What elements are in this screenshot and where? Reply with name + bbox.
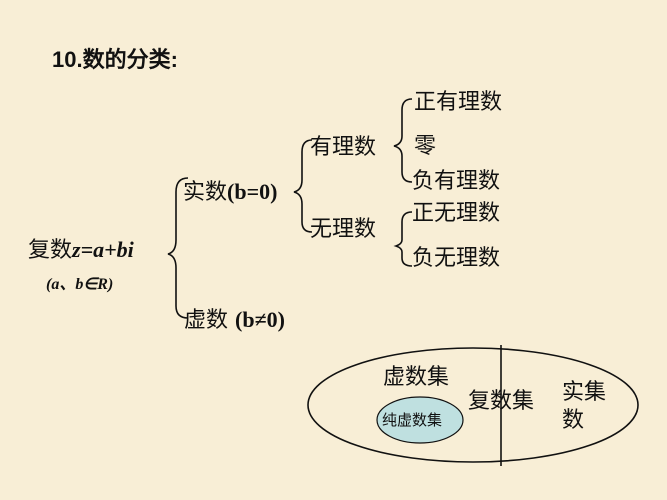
page-title: 10.数的分类: <box>52 47 178 72</box>
positive-irrational-node: 正无理数 <box>412 201 501 226</box>
zero-node: 零 <box>414 134 437 159</box>
negative-irrational-node: 负无理数 <box>412 246 501 271</box>
brace-irrational <box>393 211 413 267</box>
real-set-label-line2: 数 <box>562 408 585 433</box>
imaginary-number-condition: (b≠0) <box>235 307 285 332</box>
pure-imaginary-set-label: 纯虚数集 <box>382 411 443 429</box>
rational-number-node: 有理数 <box>310 135 377 160</box>
complex-number-condition: (a、b∈R) <box>46 276 114 293</box>
imaginary-number-label: 虚数 <box>184 308 229 333</box>
complex-number-label: 复数 <box>28 238 73 263</box>
imaginary-set-label: 虚数集 <box>383 365 450 390</box>
pure-imaginary-ellipse <box>376 396 464 444</box>
negative-rational-node: 负有理数 <box>412 169 501 194</box>
complex-number-node: 复数z=a+bi <box>28 237 134 264</box>
brace-rational <box>393 98 413 183</box>
complex-set-ellipse <box>307 347 639 463</box>
real-number-label: 实数 <box>183 180 228 205</box>
complex-set-label: 复数集 <box>468 389 535 414</box>
real-number-condition: (b=0) <box>227 179 278 204</box>
positive-rational-node: 正有理数 <box>414 90 503 115</box>
brace-real <box>293 139 313 233</box>
brace-root <box>167 177 189 319</box>
complex-number-formula: z=a+bi <box>72 237 134 262</box>
irrational-number-node: 无理数 <box>310 217 377 242</box>
real-number-node: 实数(b=0) <box>183 179 277 206</box>
real-set-label-line1: 实集 <box>562 380 607 405</box>
imaginary-number-node: 虚数 (b≠0) <box>184 307 285 334</box>
